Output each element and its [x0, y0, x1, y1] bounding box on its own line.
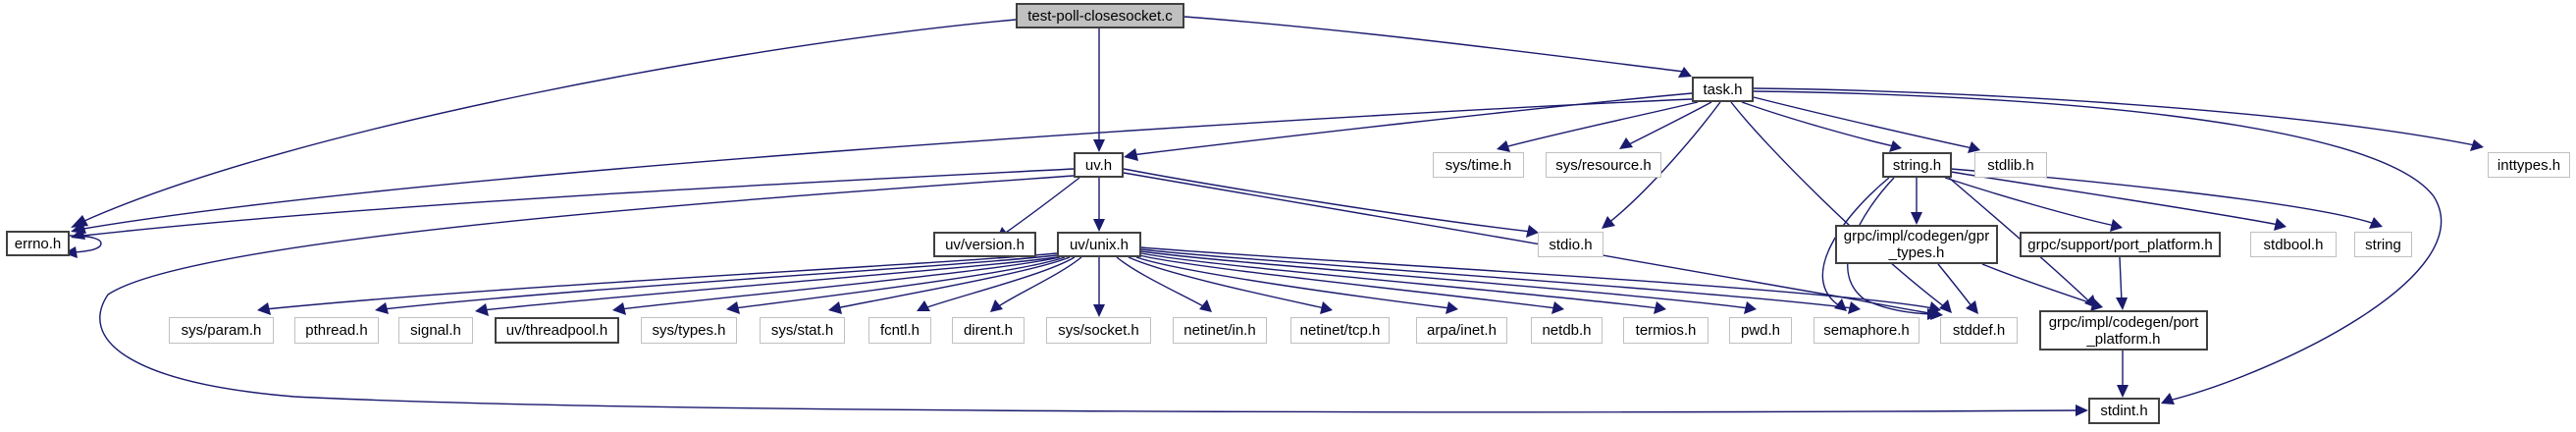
node-label: fcntl.h [879, 322, 920, 339]
node-string[interactable]: string [2354, 232, 2412, 257]
node-uv-version-h[interactable]: uv/version.h [933, 232, 1036, 257]
node-task-h[interactable]: task.h [1692, 77, 1754, 102]
node-sys-stat-h[interactable]: sys/stat.h [760, 317, 845, 344]
node-label: test-poll-closesocket.c [1027, 7, 1173, 25]
node-label: stdbool.h [2263, 236, 2324, 253]
node-label: sys/param.h [181, 322, 262, 339]
node-stdio-h[interactable]: stdio.h [1538, 232, 1603, 257]
node-errno-h[interactable]: errno.h [6, 231, 70, 256]
node-label: termios.h [1635, 322, 1697, 339]
node-netinet-in-h[interactable]: netinet/in.h [1173, 317, 1267, 344]
node-netinet-tcp-h[interactable]: netinet/tcp.h [1290, 317, 1390, 344]
node-pthread-h[interactable]: pthread.h [294, 317, 379, 344]
node-label: pwd.h [1740, 322, 1781, 339]
node-test-poll-closesocket-c[interactable]: test-poll-closesocket.c [1016, 3, 1184, 28]
node-grpc-support-port-platform-h[interactable]: grpc/support/port_platform.h [2020, 232, 2221, 257]
node-dirent-h[interactable]: dirent.h [952, 317, 1025, 344]
node-label: inttypes.h [2497, 156, 2561, 174]
node-label: string.h [1892, 156, 1942, 174]
node-pwd-h[interactable]: pwd.h [1729, 317, 1792, 344]
node-arpa-inet-h[interactable]: arpa/inet.h [1416, 317, 1507, 344]
node-label: string [2365, 236, 2401, 253]
node-uv-h[interactable]: uv.h [1074, 152, 1124, 178]
node-label: signal.h [410, 322, 461, 339]
node-label: sys/time.h [1445, 156, 1512, 174]
node-sys-resource-h[interactable]: sys/resource.h [1546, 152, 1661, 178]
node-label: sys/types.h [652, 322, 726, 339]
node-string-h[interactable]: string.h [1882, 152, 1952, 178]
node-semaphore-h[interactable]: semaphore.h [1814, 317, 1919, 344]
node-label: task.h [1703, 81, 1743, 98]
node-label: uv/version.h [945, 236, 1025, 253]
node-label: uv.h [1084, 156, 1113, 174]
node-label: netdb.h [1542, 322, 1592, 339]
node-label: sys/stat.h [770, 322, 834, 339]
node-label: grpc/impl/codegen/gpr _types.h [1843, 228, 1990, 261]
node-fcntl-h[interactable]: fcntl.h [868, 317, 931, 344]
node-sys-socket-h[interactable]: sys/socket.h [1046, 317, 1151, 344]
node-inttypes-h[interactable]: inttypes.h [2488, 152, 2570, 178]
node-label: stdint.h [2100, 403, 2148, 419]
node-label: dirent.h [963, 322, 1014, 339]
node-label: netinet/tcp.h [1299, 322, 1381, 339]
node-label: pthread.h [305, 322, 368, 339]
node-label: grpc/impl/codegen/port _platform.h [2048, 313, 2199, 348]
node-grpc-impl-codegen-gpr-types-h[interactable]: grpc/impl/codegen/gpr _types.h [1835, 225, 1998, 264]
node-stdlib-h[interactable]: stdlib.h [1974, 152, 2047, 178]
node-label: uv/unix.h [1069, 236, 1130, 253]
node-uv-threadpool-h[interactable]: uv/threadpool.h [495, 317, 619, 344]
node-sys-types-h[interactable]: sys/types.h [641, 317, 737, 344]
node-label: stddef.h [1952, 322, 2006, 339]
node-sys-param-h[interactable]: sys/param.h [169, 317, 274, 344]
edge-group [64, 16, 2484, 416]
node-stdbool-h[interactable]: stdbool.h [2250, 232, 2337, 257]
node-label: arpa/inet.h [1427, 322, 1497, 339]
node-label: netinet/in.h [1183, 322, 1256, 339]
node-signal-h[interactable]: signal.h [398, 317, 473, 344]
node-label: stdlib.h [1987, 156, 2034, 174]
node-uv-unix-h[interactable]: uv/unix.h [1057, 232, 1141, 257]
node-label: sys/resource.h [1555, 156, 1652, 174]
node-sys-time-h[interactable]: sys/time.h [1433, 152, 1524, 178]
node-stddef-h[interactable]: stddef.h [1940, 317, 2018, 344]
node-stdint-h[interactable]: stdint.h [2088, 398, 2160, 424]
node-label: uv/threadpool.h [505, 322, 608, 339]
node-termios-h[interactable]: termios.h [1623, 317, 1709, 344]
node-label: errno.h [14, 235, 62, 252]
node-grpc-impl-codegen-port-platform-h[interactable]: grpc/impl/codegen/port _platform.h [2039, 310, 2208, 351]
node-label: sys/socket.h [1058, 322, 1139, 339]
node-label: stdio.h [1549, 236, 1593, 253]
node-label: semaphore.h [1823, 322, 1910, 339]
node-netdb-h[interactable]: netdb.h [1531, 317, 1603, 344]
node-label: grpc/support/port_platform.h [2027, 236, 2213, 253]
